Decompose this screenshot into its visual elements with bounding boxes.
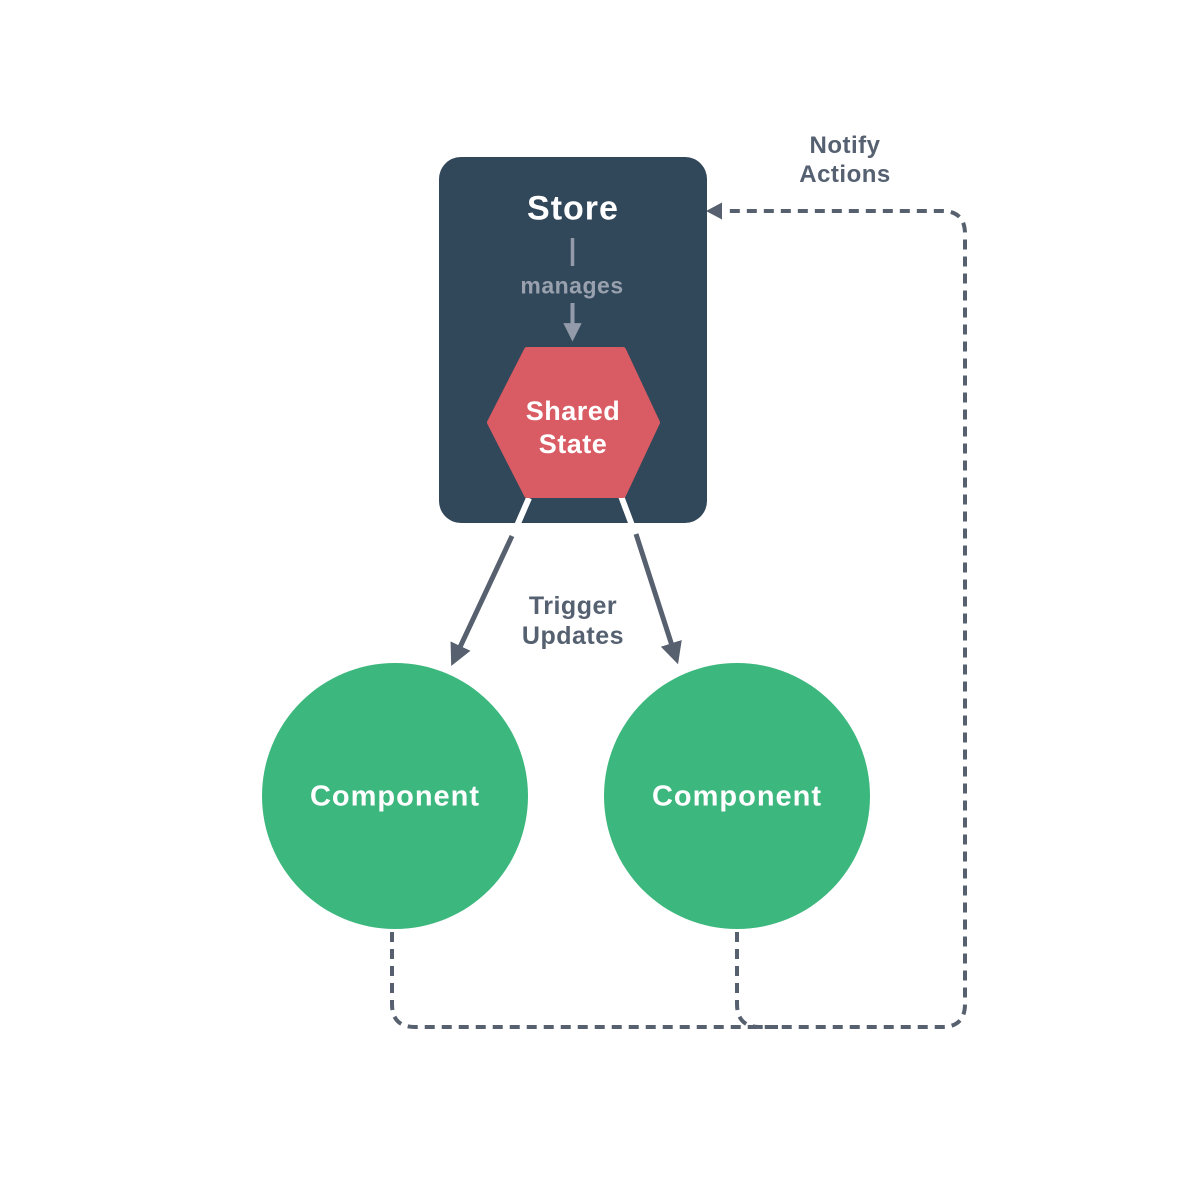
component-circle-left xyxy=(262,663,528,929)
trigger-arrow-right xyxy=(633,533,682,665)
notify-arrowhead xyxy=(706,202,722,220)
trigger-line-casing-right xyxy=(618,494,636,530)
store-label: Store xyxy=(527,189,619,228)
shared-state-label: Shared State xyxy=(525,396,621,459)
component-circle-right xyxy=(604,663,870,929)
shared-state-hexagon xyxy=(487,347,660,498)
notify-actions-dashed-connector xyxy=(735,932,778,1029)
notify-actions-dashed-path xyxy=(390,209,967,1029)
trigger-arrow-left xyxy=(450,534,515,666)
notify-actions-label: Notify Actions xyxy=(799,132,891,188)
manages-label: manages xyxy=(520,272,624,299)
trigger-line-casing-left xyxy=(513,496,532,530)
component-label-left: Component xyxy=(309,780,481,813)
trigger-updates-label: Trigger Updates xyxy=(521,592,625,650)
component-label-right: Component xyxy=(651,780,823,813)
